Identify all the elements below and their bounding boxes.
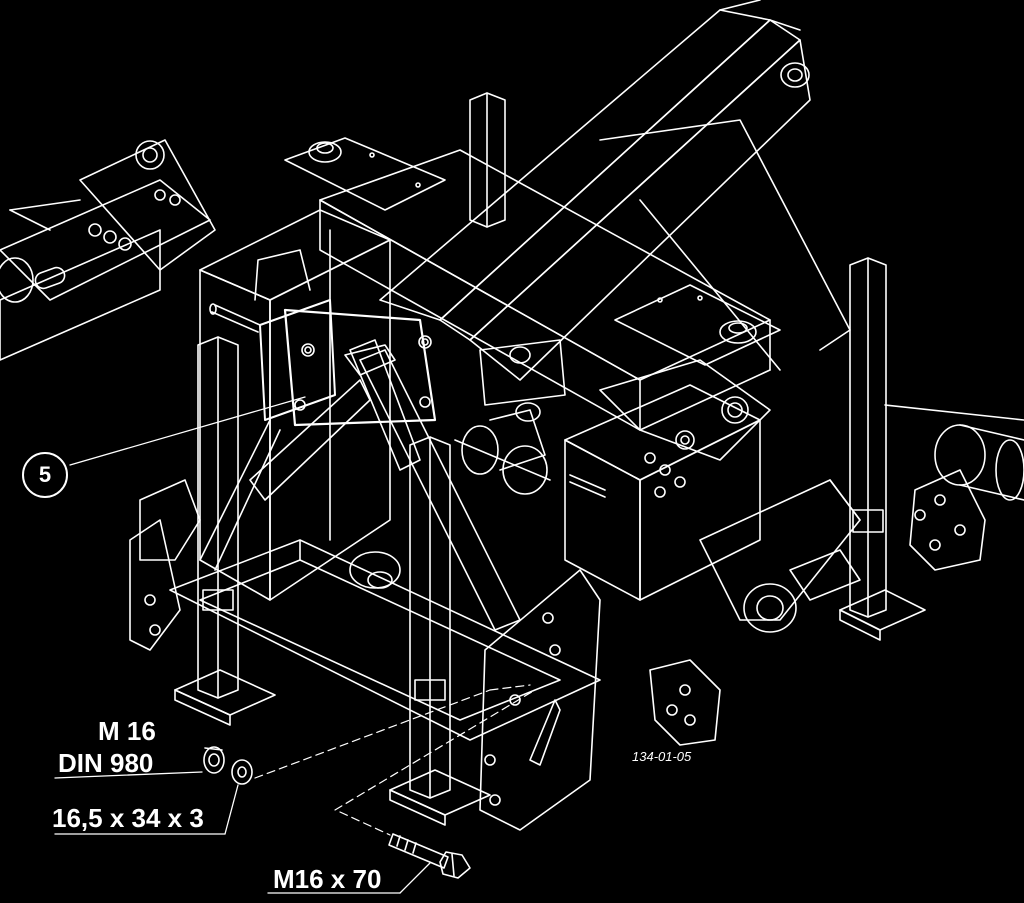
lower-frame <box>169 539 601 741</box>
nut-standard-label: DIN 980 <box>58 748 154 778</box>
hardware <box>203 746 471 879</box>
foot-plates <box>174 589 926 826</box>
lower-link-plate <box>129 479 721 831</box>
right-gearbox <box>564 359 771 601</box>
washer <box>231 759 253 785</box>
right-lower-arm <box>699 479 861 633</box>
assembly-lines <box>254 684 536 836</box>
hex-nut <box>203 746 225 774</box>
left-frame <box>0 139 216 361</box>
bolt-label: M16 x 70 <box>273 864 382 894</box>
pto-shaft <box>454 339 566 495</box>
drawing-reference: 134-01-05 <box>632 749 692 764</box>
washer-label: 16,5 x 34 x 3 <box>52 803 204 833</box>
mounting-plate-item-5 <box>209 249 437 471</box>
main-cross-beam <box>319 149 771 431</box>
hex-bolt <box>388 833 471 879</box>
callout-circle <box>22 452 68 498</box>
callout-number: 5 <box>38 462 52 487</box>
leader-lines <box>54 396 431 894</box>
right-hub-flange <box>884 404 1024 571</box>
center-housing <box>199 209 391 601</box>
upper-arm-beams <box>379 0 851 381</box>
vertical-posts <box>197 92 887 799</box>
top-mount-plates <box>284 137 781 366</box>
nut-size-label: M 16 <box>98 716 156 746</box>
